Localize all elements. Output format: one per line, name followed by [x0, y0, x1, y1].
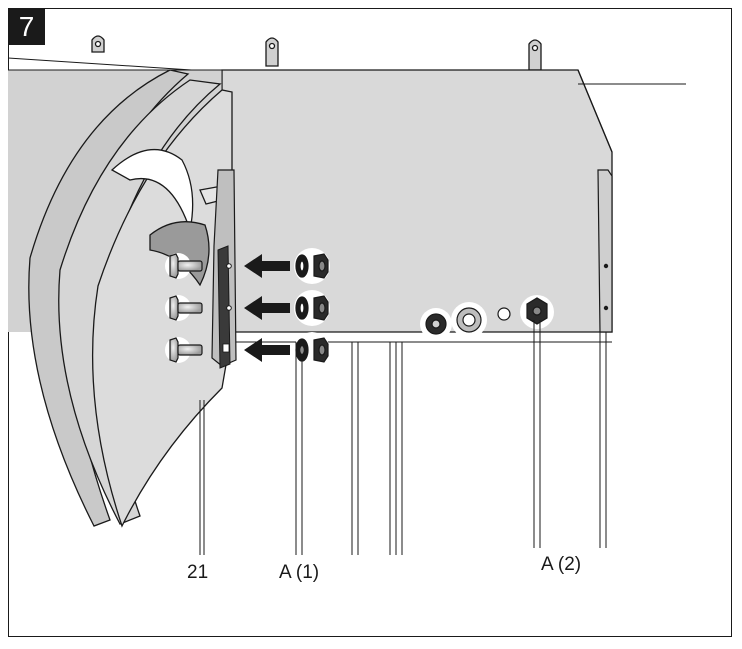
- arrow-left-icon: [244, 254, 290, 278]
- bolt-1: [165, 253, 203, 279]
- callout-part-21: 21: [187, 562, 209, 583]
- arrow-left-icon: [244, 338, 290, 362]
- washer-nut-set: [294, 248, 330, 368]
- bolt-set: [165, 253, 203, 363]
- callout-a1: A (1): [279, 562, 320, 583]
- leader-lines: [199, 320, 607, 555]
- bolt-3: [165, 337, 203, 363]
- arrow-left-icon: [244, 296, 290, 320]
- mounting-bracket: [211, 169, 237, 369]
- mounting-tabs: [91, 35, 542, 71]
- right-bracket: [597, 169, 613, 333]
- washer-nut-set-right: [420, 295, 554, 340]
- step-number-badge: 7: [8, 8, 45, 45]
- lower-frame: [222, 331, 612, 555]
- insertion-arrows: [244, 254, 290, 362]
- bolt-2: [165, 295, 203, 321]
- callout-a2: A (2): [541, 554, 582, 575]
